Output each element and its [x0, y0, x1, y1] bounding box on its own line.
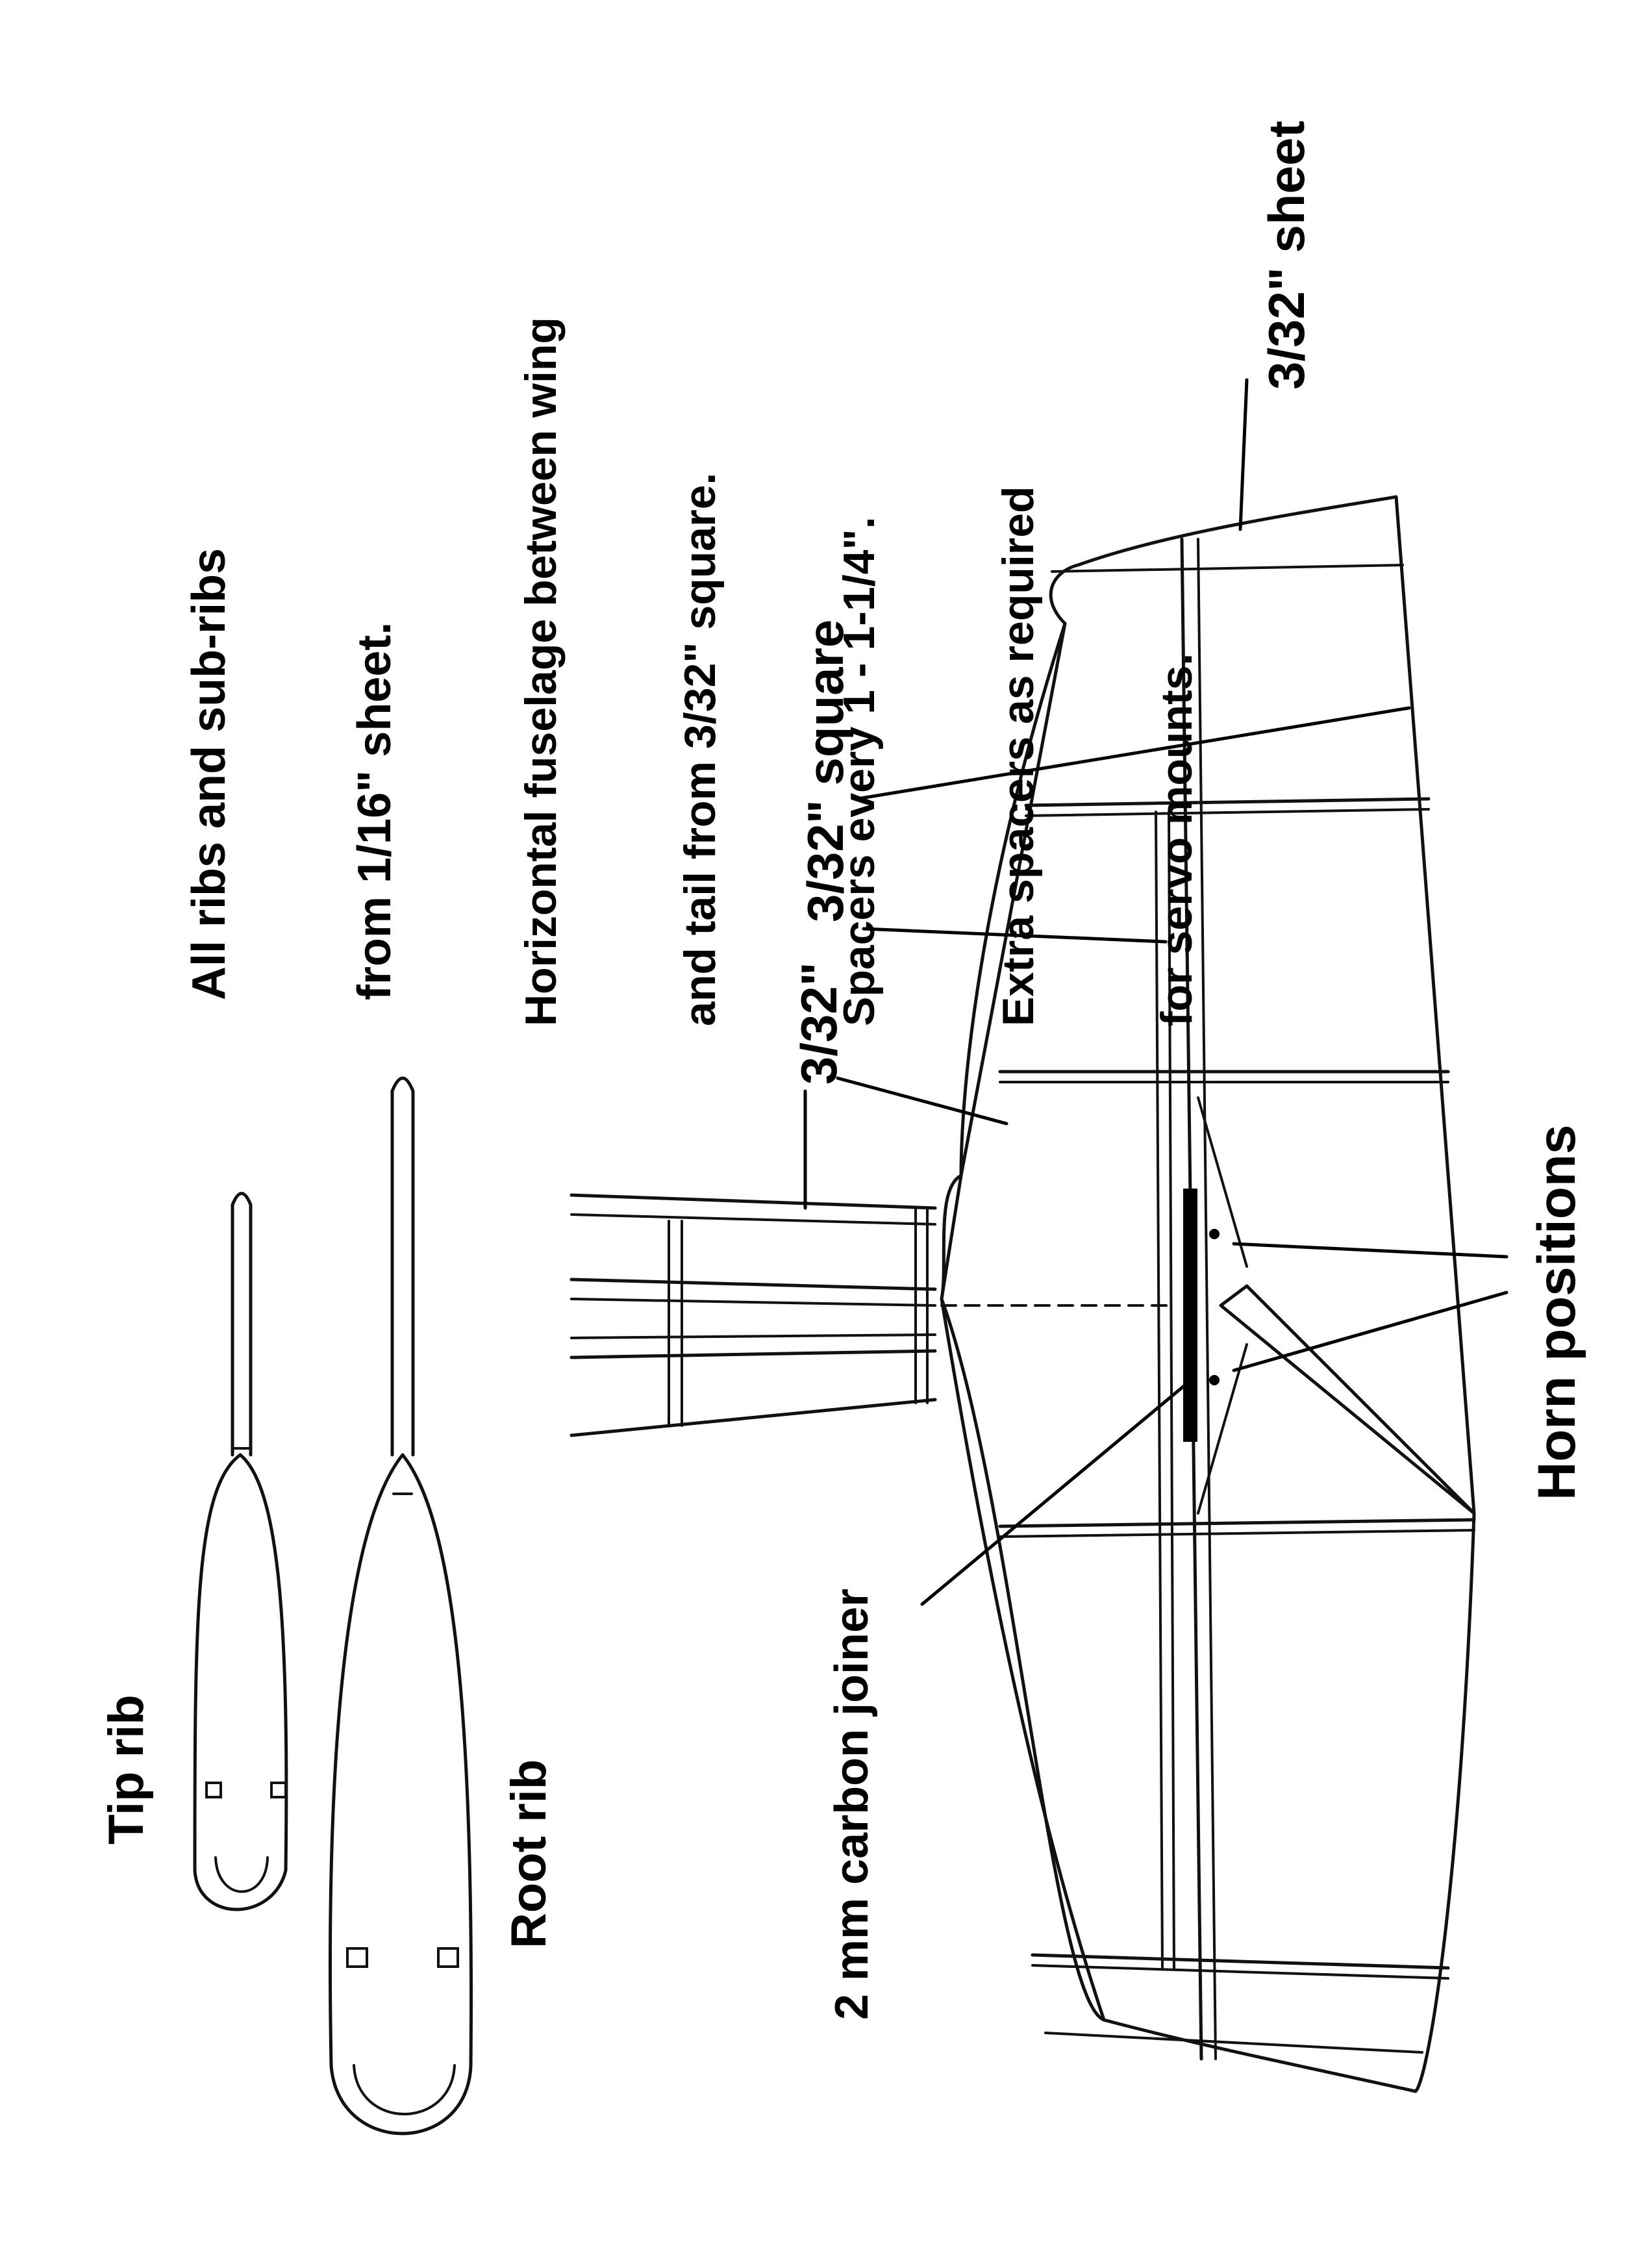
tip-rib-label: Tip rib — [99, 1695, 154, 1845]
fuselage-note-line: Extra spacers as required — [993, 486, 1043, 1026]
square-label-lower: 3/32" — [790, 962, 847, 1085]
fuselage-leader-line — [855, 706, 1411, 801]
fuselage-note: Horizontal fuselage between wing and tai… — [409, 317, 1310, 1026]
ribs-note-line: from 1/16" sheet. — [348, 622, 401, 1000]
horn-leader-line-upper — [1232, 1242, 1508, 1259]
square-upper-leader-line — [862, 927, 1168, 944]
square-label-upper: 3/32" square — [797, 619, 854, 922]
square-lower-leader-line-a — [836, 1076, 1008, 1126]
carbon-joiner-label: 2 mm carbon joiner — [826, 1588, 878, 2020]
horn-leader-line-lower — [1232, 1291, 1508, 1372]
ribs-note-line: All ribs and sub-ribs — [182, 548, 235, 1000]
fuselage-note-line: and tail from 3/32" square. — [675, 472, 725, 1026]
horn-position-dot-lower — [1209, 1375, 1220, 1385]
joiner-leader-line — [920, 1375, 1197, 1606]
sheet-leader-line — [1238, 378, 1249, 531]
root-rib-label: Root rib — [501, 1759, 557, 1948]
carbon-joiner-bar — [1183, 1189, 1197, 1442]
fuselage-stub-drawing — [569, 1193, 937, 1437]
sheet-label: 3/32" sheet — [1258, 120, 1315, 390]
horn-positions-label: Horn positions — [1527, 1124, 1586, 1500]
tip-rib-drawing — [193, 1192, 288, 1911]
fuselage-note-line: Horizontal fuselage between wing — [516, 317, 566, 1026]
root-rib-drawing — [328, 1076, 473, 2136]
fuselage-note-line: for servo mounts. — [1152, 653, 1202, 1026]
horn-position-dot-upper — [1209, 1229, 1220, 1239]
